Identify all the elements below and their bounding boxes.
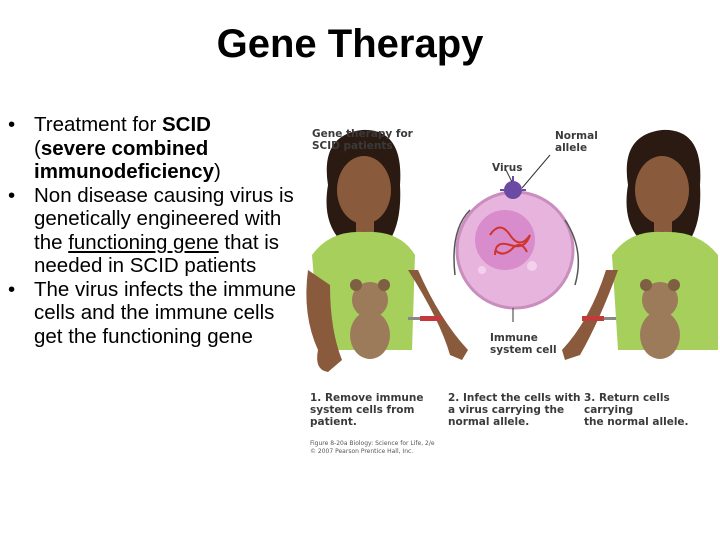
figure-heading: Gene therapy for SCID patients [312, 128, 413, 152]
bullet-list: • Treatment for SCID (severe combined im… [8, 113, 308, 348]
caption-line: system cells from [310, 404, 415, 416]
caption-line: 1. Remove immune [310, 392, 424, 404]
paren-close: ) [214, 160, 221, 183]
girl-right-illustration [562, 129, 718, 360]
bullet-marker: • [8, 277, 16, 301]
bullet-bold-text: severe combined immunodeficiency [34, 136, 214, 184]
normal-allele-label: Normal allele [555, 130, 598, 154]
immune-cell-illustration [455, 190, 575, 310]
slide-title: Gene Therapy [216, 22, 484, 66]
label-line: Immune [490, 332, 538, 344]
credit-line: Figure 8-20a Biology: Science for Life, … [310, 440, 435, 447]
paren-open: ( [34, 136, 41, 160]
bullet-text: The virus infects the immune cells and t… [34, 277, 297, 348]
allele-pointer-line [521, 154, 551, 189]
virus-pointer-line [504, 167, 513, 183]
girl-left-illustration [306, 129, 468, 372]
step-1-caption: 1. Remove immune system cells from patie… [310, 392, 424, 428]
caption-line: the normal allele. [584, 416, 689, 428]
caption-line: patient. [310, 416, 357, 428]
gene-therapy-figure: Gene therapy for SCID patients Normal al… [300, 110, 720, 470]
bullet-item-infects: • The virus infects the immune cells and… [8, 278, 308, 349]
caption-line: 2. Infect the cells with [448, 392, 581, 404]
step-3-caption: 3. Return cells carrying the normal alle… [584, 392, 720, 428]
figure-credit: Figure 8-20a Biology: Science for Life, … [310, 440, 435, 456]
arrow-to-cell [453, 209, 471, 276]
caption-line: a virus carrying the [448, 404, 565, 416]
immune-cell-label: Immune system cell [490, 332, 557, 356]
bullet-marker: • [8, 183, 16, 207]
virus-label: Virus [492, 162, 523, 174]
underlined-text: functioning gene [68, 230, 219, 254]
step-2-caption: 2. Infect the cells with a virus carryin… [448, 392, 580, 428]
figure-heading-line: Gene therapy for [312, 128, 413, 140]
label-line: system cell [490, 344, 557, 356]
figure-heading-line: SCID patients [312, 140, 393, 152]
bullet-item-scid: • Treatment for SCID (severe combined im… [8, 113, 308, 184]
credit-line: © 2007 Pearson Prentice Hall, Inc. [310, 448, 414, 455]
bullet-marker: • [8, 113, 16, 136]
bullet-text: that is needed in SCID patients [34, 230, 280, 278]
label-line: allele [555, 142, 588, 154]
bullet-text: Non disease causing virus is genetically… [34, 183, 294, 254]
label-line: Normal [555, 130, 598, 142]
virus-illustration [500, 176, 526, 199]
arrow-from-cell [564, 219, 580, 286]
bullet-text: Treatment for [34, 113, 162, 136]
bullet-item-virus: • Non disease causing virus is genetical… [8, 184, 308, 278]
caption-line: 3. Return cells carrying [584, 392, 670, 416]
bullet-bold-text: SCID [161, 113, 211, 136]
caption-line: normal allele. [448, 416, 530, 428]
figure-illustration [306, 129, 718, 372]
